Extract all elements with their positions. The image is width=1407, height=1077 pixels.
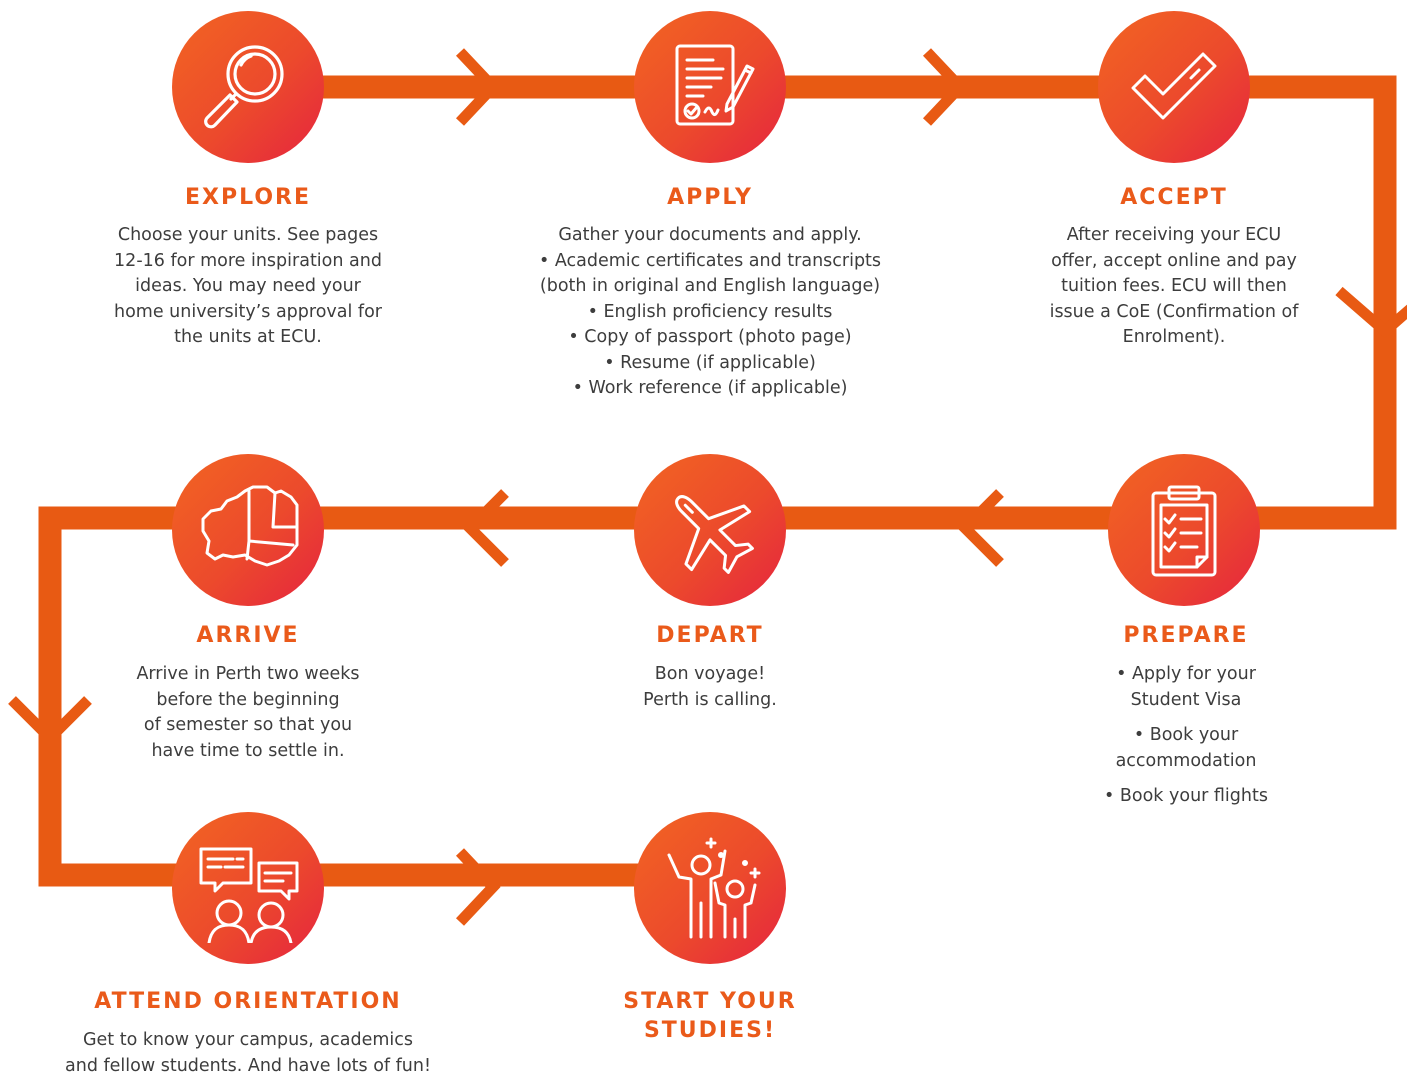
arrive-line: before the beginning [156, 689, 340, 710]
apply-line: • Work reference (if applicable) [572, 378, 848, 398]
apply-line: • Academic certificates and transcripts [538, 250, 882, 271]
magnifier-icon [204, 45, 284, 129]
apply-title: APPLY [667, 185, 753, 210]
explore-line: ideas. You may need your [135, 276, 361, 296]
airplane-icon [675, 495, 754, 574]
arrive-line: have time to settle in. [151, 740, 345, 761]
arrow-down-chevron [8, 696, 92, 746]
accept-description: After receiving your ECU offer, accept o… [1014, 223, 1334, 351]
explore-line: Choose your units. See pages [117, 225, 379, 245]
explore-icon-circle [172, 11, 324, 163]
depart-description: Bon voyage! Perth is calling. [580, 662, 840, 713]
arrow-right-chevron [455, 848, 501, 926]
prepare-spacer [1076, 774, 1296, 784]
start-title: START YOUR STUDIES! [592, 988, 828, 1045]
orientation-line: Get to know your campus, academics [82, 1030, 414, 1050]
australia-map-icon [201, 485, 299, 567]
celebrating-people-icon [667, 837, 761, 939]
apply-description: Gather your documents and apply. • Acade… [500, 223, 920, 402]
prepare-line: • Book your [1133, 725, 1239, 745]
apply-line: • Resume (if applicable) [604, 352, 816, 373]
apply-line: • English proficiency results [587, 301, 833, 322]
accept-title: ACCEPT [1120, 185, 1228, 210]
arrow-left-chevron [462, 489, 509, 567]
accept-line: tuition fees. ECU will then [1061, 276, 1287, 296]
depart-icon-circle [634, 454, 786, 606]
apply-icon-circle [634, 11, 786, 163]
arrive-line: Arrive in Perth two weeks [136, 664, 360, 684]
accept-line: Enrolment). [1122, 327, 1226, 347]
orientation-line: and fellow students. And have lots of fu… [65, 1055, 431, 1076]
accept-icon-circle [1098, 11, 1250, 163]
arrow-right-chevron [455, 48, 501, 126]
accept-line: After receiving your ECU [1066, 225, 1282, 245]
prepare-line: Student Visa [1130, 689, 1242, 710]
start-title-line: START YOUR [623, 989, 797, 1014]
apply-line: Gather your documents and apply. [558, 225, 862, 245]
arrive-icon-circle [172, 454, 324, 606]
orientation-title: ATTEND ORIENTATION [94, 989, 402, 1014]
prepare-icon-circle [1108, 454, 1260, 606]
apply-line: • Copy of passport (photo page) [568, 327, 852, 347]
arrive-title: ARRIVE [196, 623, 300, 648]
arrow-down-chevron [1335, 286, 1407, 339]
prepare-line: • Book your flights [1104, 786, 1268, 806]
people-speech-bubbles-icon [199, 847, 299, 943]
apply-line: (both in original and English language) [539, 276, 881, 296]
depart-line: Perth is calling. [643, 689, 777, 710]
start-title-line: STUDIES! [643, 1017, 777, 1043]
prepare-line: • Apply for your [1116, 664, 1256, 684]
arrive-description: Arrive in Perth two weeks before the beg… [98, 662, 398, 764]
signed-document-icon [675, 44, 755, 126]
checkmark-icon [1131, 52, 1217, 120]
clipboard-checklist-icon [1151, 485, 1217, 577]
prepare-spacer [1076, 713, 1296, 723]
prepare-title: PREPARE [1123, 623, 1249, 648]
depart-line: Bon voyage! [654, 664, 766, 684]
explore-line: 12-16 for more inspiration and [114, 250, 382, 271]
explore-description: Choose your units. See pages 12-16 for m… [78, 223, 418, 351]
prepare-line: accommodation [1115, 750, 1257, 771]
explore-title: EXPLORE [184, 185, 312, 210]
orientation-icon-circle [172, 812, 324, 964]
explore-line: home university’s approval for [113, 301, 382, 322]
arrive-line: of semester so that you [143, 715, 353, 735]
arrow-right-chevron [922, 48, 968, 126]
depart-title: DEPART [656, 623, 764, 648]
arrow-left-chevron [957, 489, 1004, 567]
accept-line: issue a CoE (Confirmation of [1049, 301, 1299, 322]
prepare-description: • Apply for your Student Visa • Book you… [1076, 662, 1296, 810]
explore-line: the units at ECU. [174, 327, 322, 347]
accept-line: offer, accept online and pay [1051, 250, 1297, 271]
orientation-description: Get to know your campus, academics and f… [28, 1028, 468, 1077]
start-icon-circle [634, 812, 786, 964]
